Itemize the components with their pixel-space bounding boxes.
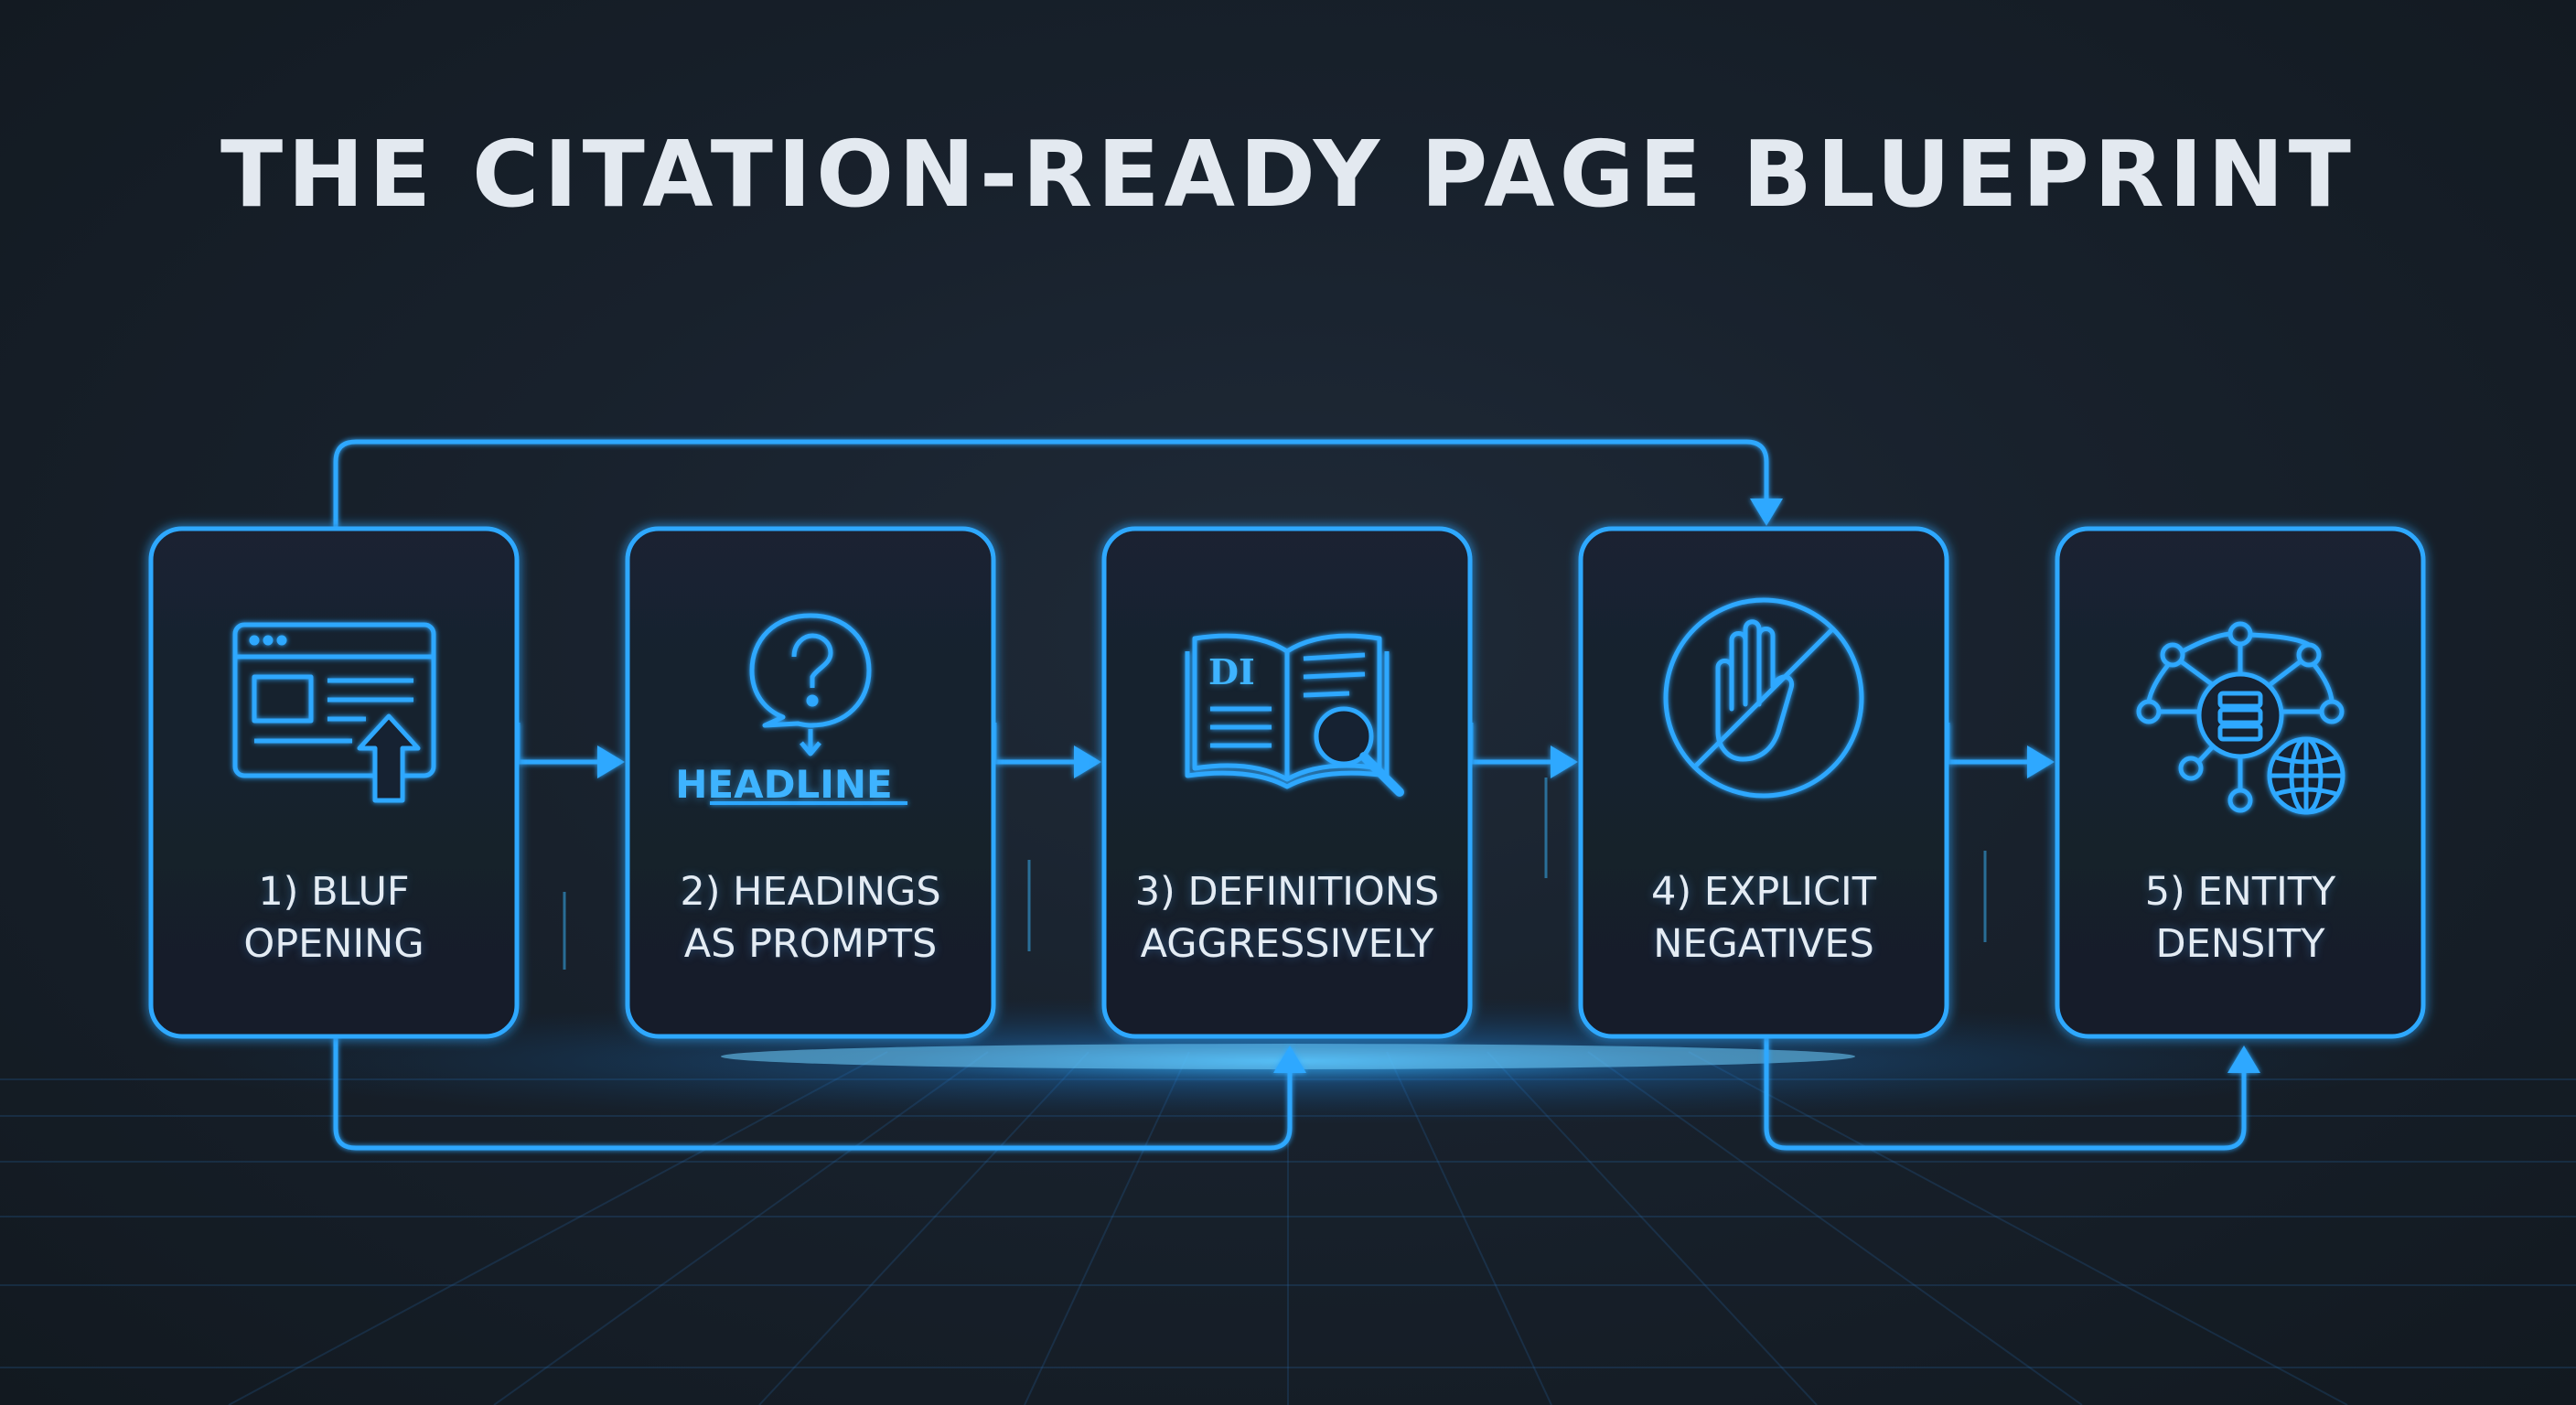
arrow-icon <box>1551 745 1578 778</box>
prohibited-hand-icon <box>1663 597 1864 799</box>
open-book-magnifier-icon <box>1185 633 1404 797</box>
step-label-line2: AS PROMPTS <box>683 921 938 967</box>
step-label-line2: DENSITY <box>2155 921 2325 967</box>
question-bubble-icon <box>710 613 907 805</box>
step-label-line1: 2) HEADINGS <box>680 869 941 915</box>
arrow-icon <box>1750 499 1783 526</box>
step-label-line1: 5) ENTITY <box>2144 869 2336 915</box>
step-label-line2: NEGATIVES <box>1653 921 1874 967</box>
step-label-line2: AGGRESSIVELY <box>1140 921 1434 967</box>
step-label-line1: 3) DEFINITIONS <box>1134 869 1440 915</box>
entity-network-globe-icon <box>2136 621 2345 815</box>
step-card-4 <box>1578 526 1949 1039</box>
bottom-loop-connector <box>333 1036 1293 1151</box>
arrow-icon <box>2027 745 2055 778</box>
step-label-line2: OPENING <box>243 921 424 967</box>
headline-icon-text: HEADLINE <box>675 762 893 807</box>
arrow-icon <box>1273 1046 1306 1073</box>
page-title: THE CITATION-READY PAGE BLUEPRINT <box>220 121 2356 228</box>
step-label-5: 5) ENTITY DENSITY <box>2057 866 2423 971</box>
top-loop-connector <box>333 439 1769 529</box>
step-label-3: 3) DEFINITIONS AGGRESSIVELY <box>1104 866 1470 971</box>
step-label-4: 4) EXPLICIT NEGATIVES <box>1581 866 1947 971</box>
light-streaks <box>563 778 1987 970</box>
step-label-2: 2) HEADINGS AS PROMPTS <box>628 866 993 971</box>
arrow-icon <box>1074 745 1101 778</box>
step-card-2 <box>625 526 996 1039</box>
step-label-line1: 1) BLUF <box>258 869 410 915</box>
step-label-1: 1) BLUF OPENING <box>151 866 517 971</box>
arrow-icon <box>2227 1046 2260 1073</box>
arrow-heads <box>597 499 2260 1073</box>
step-label-line1: 4) EXPLICIT <box>1651 869 1876 915</box>
right-loop-connector <box>1764 1036 2247 1151</box>
browser-window-upload-icon <box>232 622 436 803</box>
definition-icon-text: DI <box>1208 651 1255 692</box>
arrow-icon <box>597 745 625 778</box>
